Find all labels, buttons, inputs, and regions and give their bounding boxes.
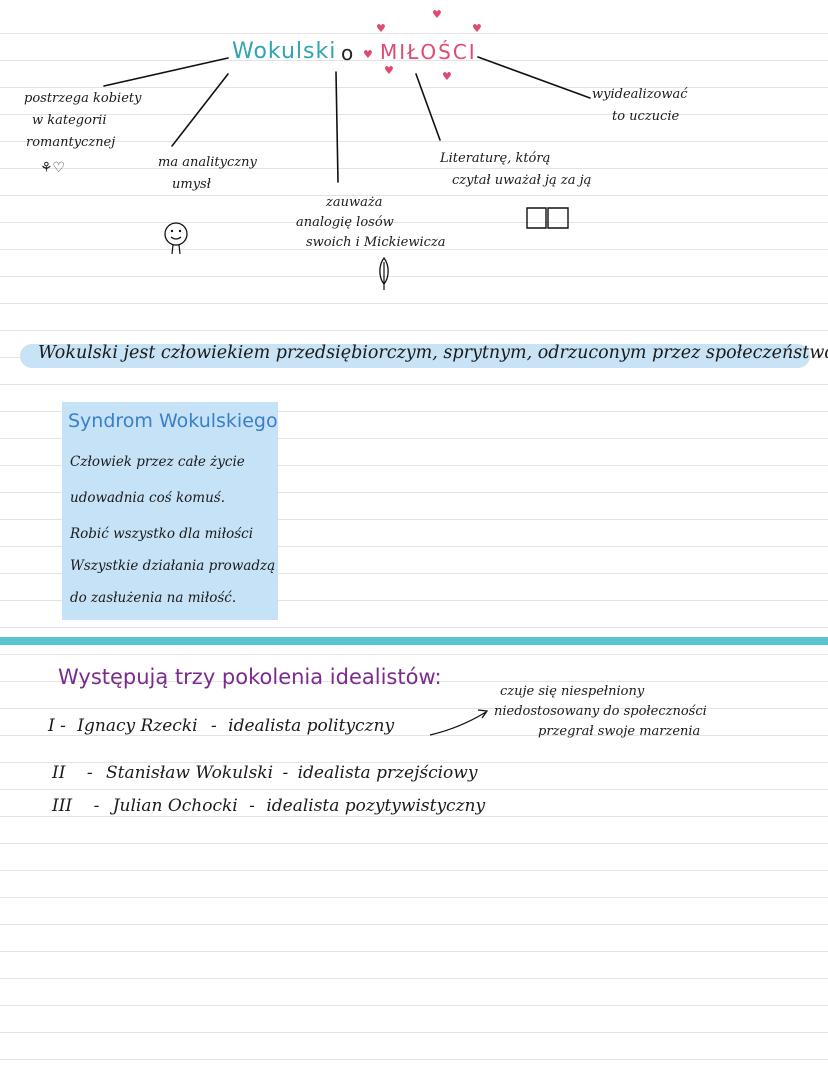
mindmap-title-connector: o: [341, 41, 354, 65]
branch-left-line2: w kategorii: [32, 113, 107, 128]
syndrome-line: udowadnia coś komuś.: [70, 490, 225, 506]
branch-center-line1: zauważa: [326, 195, 383, 210]
connector-center: [335, 71, 339, 183]
generation-desc: idealista polityczny: [228, 716, 395, 736]
branch-left-line1: postrzega kobiety: [24, 91, 142, 106]
generation-dash: -: [60, 716, 66, 736]
heart-icon: ♥: [432, 8, 442, 21]
summary-statement: Wokulski jest człowiekiem przedsiębiorcz…: [38, 343, 828, 363]
branch-center-line2: analogię losów: [296, 215, 394, 230]
note-arrow: [429, 711, 487, 736]
branch-left-line3: romantycznej: [26, 135, 116, 150]
branch-right-line1: wyidealizować: [592, 87, 688, 102]
branch-literature-line1: Literaturę, którą: [440, 151, 551, 166]
generation-note-line: niedostosowany do społeczności: [494, 704, 707, 719]
feather-icon: [379, 256, 389, 290]
syndrome-box: Syndrom Wokulskiego Człowiek przez całe …: [62, 402, 278, 620]
syndrome-title: Syndrom Wokulskiego: [68, 410, 278, 432]
section-divider: [0, 637, 828, 645]
heart-icon: ♥: [363, 48, 373, 61]
connector-analytic: [171, 73, 229, 147]
connector-right: [477, 56, 591, 99]
heart-icon: ♥: [472, 22, 482, 35]
generation-number: I: [48, 716, 55, 736]
generation-number: II: [52, 763, 66, 783]
generation-name: Ignacy Rzecki: [77, 716, 198, 736]
generation-sep: -: [210, 716, 217, 736]
connector-literature: [415, 73, 441, 141]
generation-number: III: [52, 796, 73, 816]
generation-row: I - Ignacy Rzecki - idealista polityczny: [48, 716, 394, 736]
generation-sep: -: [249, 796, 255, 816]
generation-sep: -: [282, 763, 289, 783]
mindmap-title-love: MIŁOŚCI: [380, 40, 477, 64]
generation-desc: idealista przejściowy: [297, 763, 478, 783]
heart-icon: ♥: [384, 64, 394, 77]
heart-icon: ♥: [442, 70, 452, 83]
branch-literature-line2: czytał uważał ją za ją: [452, 173, 592, 188]
generation-row: III - Julian Ochocki - idealista pozytyw…: [52, 796, 485, 816]
generation-desc: idealista pozytywistyczny: [266, 796, 486, 816]
syndrome-line: Człowiek przez całe życie: [70, 454, 245, 470]
hearts-doodle-icon: ⚘♡: [40, 160, 66, 176]
syndrome-line: do zasłużenia na miłość.: [70, 590, 237, 606]
syndrome-line: Wszystkie działania prowadzą: [70, 558, 276, 574]
open-book-icon: [526, 207, 569, 229]
connector-left: [103, 57, 229, 87]
generation-dash: -: [93, 796, 100, 816]
mindmap-title-name: Wokulski: [232, 39, 337, 64]
generation-name: Julian Ochocki: [112, 796, 238, 816]
branch-analytic-line1: ma analityczny: [158, 155, 257, 170]
syndrome-line: Robić wszystko dla miłości: [70, 526, 254, 542]
heart-icon: ♥: [376, 22, 386, 35]
branch-right-line2: to uczucie: [612, 109, 680, 124]
generation-row: II - Stanisław Wokulski - idealista prze…: [52, 763, 477, 783]
smiley-face-icon: [164, 222, 188, 255]
note-arrow-head: [477, 709, 489, 719]
generation-note-line: czuje się niespełniony: [500, 684, 645, 699]
generation-note-line: przegrał swoje marzenia: [538, 724, 701, 739]
generation-name: Stanisław Wokulski: [106, 763, 274, 783]
branch-analytic-line2: umysł: [172, 177, 211, 192]
highlight-marker: [20, 344, 810, 368]
generation-dash: -: [86, 763, 93, 783]
branch-center-line3: swoich i Mickiewicza: [306, 235, 446, 250]
generations-title: Występują trzy pokolenia idealistów:: [58, 665, 442, 689]
